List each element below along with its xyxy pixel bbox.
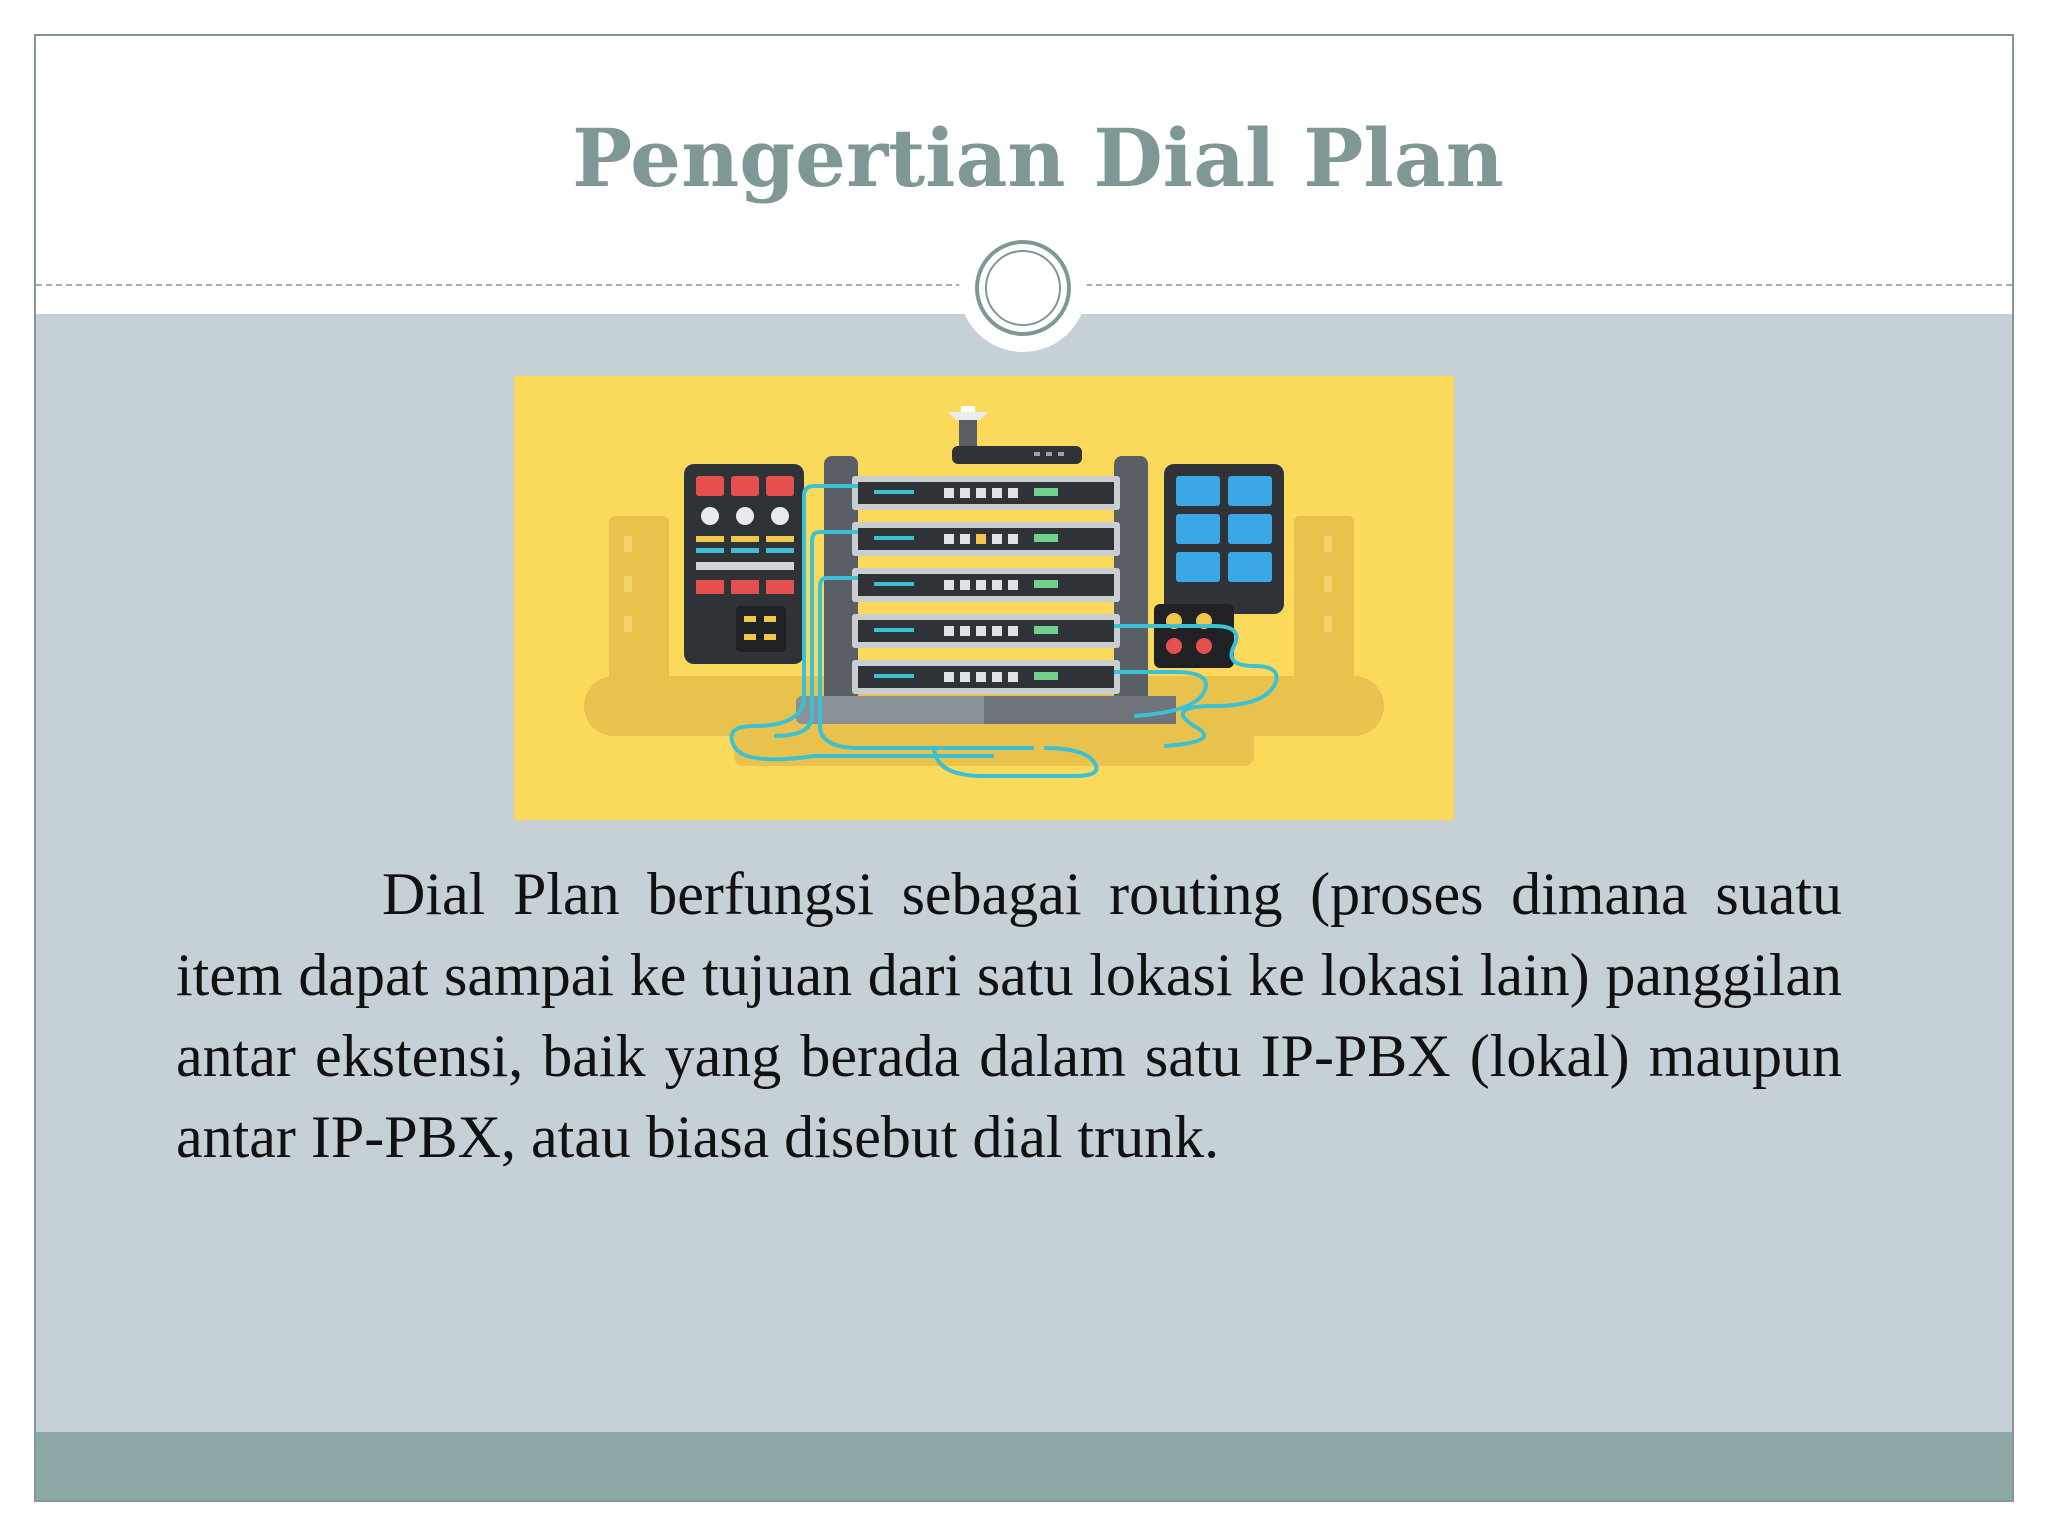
- footer-band: [36, 1432, 2012, 1500]
- slide-title: Pengertian Dial Plan: [572, 111, 1504, 205]
- server-rack-illustration-icon: [514, 376, 1454, 820]
- body-paragraph: Dial Plan berfungsi sebagai routing (pro…: [176, 861, 1842, 1170]
- slide: Pengertian Dial Plan: [34, 34, 2014, 1502]
- circle-ornament-icon: [975, 240, 1071, 336]
